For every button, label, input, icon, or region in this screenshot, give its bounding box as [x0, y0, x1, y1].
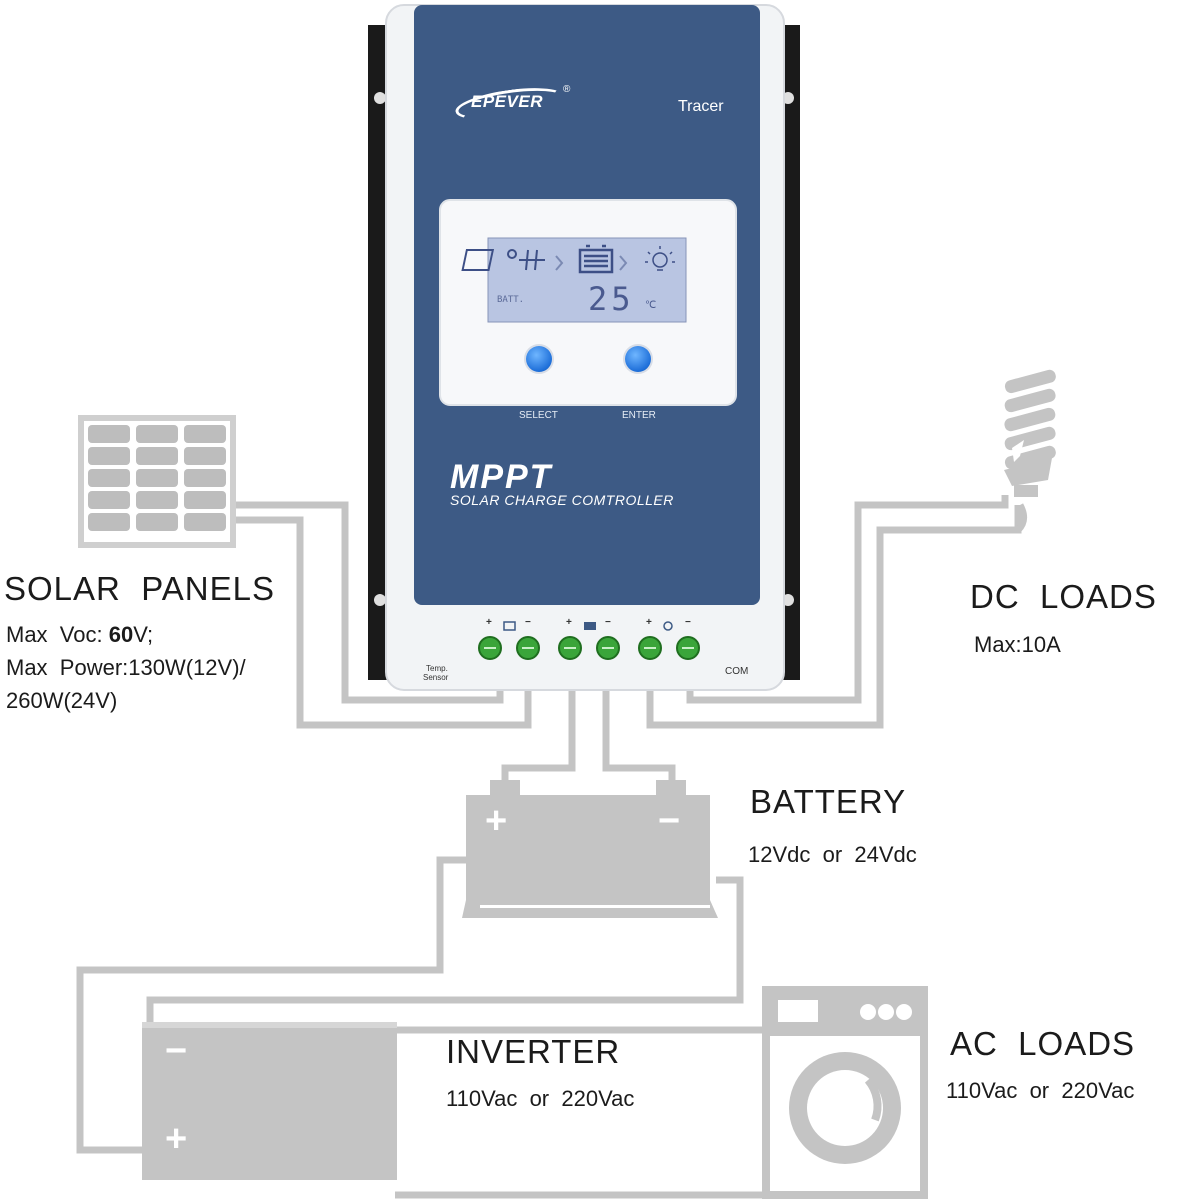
com-port-label: COM [725, 666, 749, 677]
inverter-icon [142, 1022, 397, 1180]
temp-sensor-label-1: Temp. [426, 664, 448, 673]
battery-minus-sign: − [658, 800, 681, 842]
inverter-title: INVERTER [446, 1033, 621, 1070]
solar-voc-prefix: Max Voc: [6, 622, 109, 647]
dc-loads-max: Max:10A [974, 632, 1061, 657]
select-button[interactable] [526, 346, 552, 372]
select-button-label: SELECT [519, 410, 558, 421]
solar-max-power-24v: 260W(24V) [6, 688, 118, 713]
lcd-bulb-icon [645, 246, 675, 271]
terminal-blocks [478, 621, 700, 660]
brand-logo: EPEVER ® [453, 82, 570, 126]
battery-wire-negative [602, 680, 676, 790]
battery-plus-sign: + [485, 800, 508, 842]
enter-button-label: ENTER [622, 410, 656, 421]
battery-title: BATTERY [750, 783, 907, 820]
brand-name: EPEVER [471, 92, 543, 111]
dc-load-wire-negative [686, 495, 1009, 704]
inverter-plus-sign: + [165, 1118, 188, 1160]
terminal-minus-1: − [525, 617, 531, 628]
ac-loads-title: AC LOADS [950, 1025, 1136, 1062]
solar-panels-title: SOLAR PANELS [4, 570, 275, 607]
solar-wire-negative [236, 516, 532, 729]
inverter-voltage: 110Vac or 220Vac [446, 1086, 635, 1111]
ac-loads-voltage: 110Vac or 220Vac [946, 1078, 1135, 1103]
battery-inverter-wire-negative [146, 876, 744, 1045]
mppt-title: MPPT [450, 458, 553, 496]
terminal-pv-icon [503, 621, 516, 631]
solar-panel-icon [78, 415, 236, 548]
lcd-temperature-unit: ℃ [645, 300, 657, 311]
temp-sensor-label-2: Sensor [423, 673, 449, 682]
lcd-solar-icon [461, 249, 545, 271]
registered-mark: ® [563, 84, 571, 95]
terminal-minus-3: − [685, 617, 691, 628]
battery-inverter-wire-positive [76, 856, 466, 1154]
lcd-temperature-value: 25 [588, 280, 635, 318]
terminal-plus-2: + [566, 617, 572, 628]
washing-machine-icon [762, 986, 928, 1199]
controller-subtitle: SOLAR CHARGE COMTROLLER [450, 492, 674, 508]
battery-wire-positive [501, 680, 576, 790]
dc-loads-title: DC LOADS [970, 578, 1157, 615]
battery-voltage: 12Vdc or 24Vdc [748, 842, 917, 867]
terminal-load-icon [663, 621, 673, 631]
model-name: Tracer [678, 98, 724, 115]
terminal-minus-2: − [605, 617, 611, 628]
lcd-arrow-icons [555, 255, 628, 271]
solar-voc-line: Max Voc: 60V; [6, 622, 153, 648]
inverter-minus-sign: − [165, 1030, 188, 1072]
terminal-plus-3: + [646, 617, 652, 628]
battery-icon [462, 780, 718, 918]
charge-controller [368, 4, 800, 691]
dc-load-socket-wire [1015, 503, 1027, 533]
solar-voc-suffix: V; [133, 622, 154, 647]
cfl-bulb-icon [1004, 369, 1056, 497]
solar-max-power: Max Power:130W(12V)/ [6, 655, 246, 680]
lcd-battery-icon [578, 244, 614, 274]
lcd-batt-label: BATT. [497, 295, 525, 305]
terminal-plus-1: + [486, 617, 492, 628]
enter-button[interactable] [625, 346, 651, 372]
solar-voc-value: 60 [108, 622, 134, 647]
wires [76, 495, 1027, 1199]
terminal-batt-icon [584, 622, 596, 630]
solar-wire-positive [236, 501, 504, 704]
